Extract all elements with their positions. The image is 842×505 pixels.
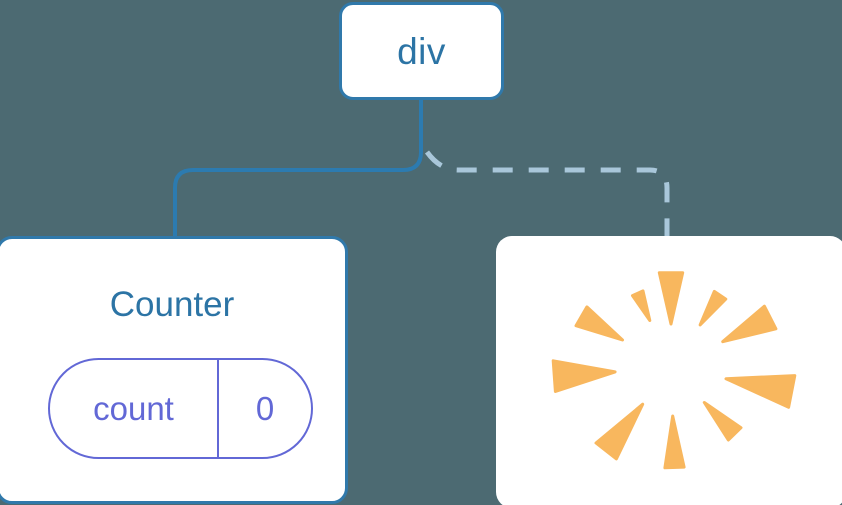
sparkle-ray-8	[551, 359, 617, 393]
node-counter[interactable]: Counter count 0	[0, 236, 348, 504]
sparkle-ray-7	[594, 402, 645, 461]
state-value-cell: 0	[219, 360, 311, 457]
sparkle-ray-group	[551, 271, 797, 470]
connector-div-to-counter	[173, 100, 423, 237]
node-counter-title: Counter	[109, 285, 235, 324]
state-key-label: count	[93, 390, 174, 427]
state-value-label: 0	[255, 390, 275, 427]
sparkle-ray-6	[663, 414, 686, 470]
sparkle-ray-9	[574, 305, 624, 342]
state-key-cell: count	[50, 360, 219, 457]
sparkle-ray-3	[721, 304, 778, 344]
sparkle-ray-10	[631, 289, 652, 322]
connector-div-to-sparkle	[424, 150, 670, 237]
sparkle-ray-4	[724, 374, 797, 409]
sparkle-burst-icon	[551, 271, 797, 470]
sparkle-ray-1	[657, 271, 685, 326]
sparkle-ray-5	[702, 401, 743, 442]
node-div-label: div	[397, 30, 446, 72]
node-sparkle[interactable]	[496, 236, 842, 505]
node-div[interactable]: div	[339, 2, 504, 100]
sparkle-ray-2	[698, 289, 728, 327]
state-pill-count[interactable]: count 0	[48, 358, 313, 459]
